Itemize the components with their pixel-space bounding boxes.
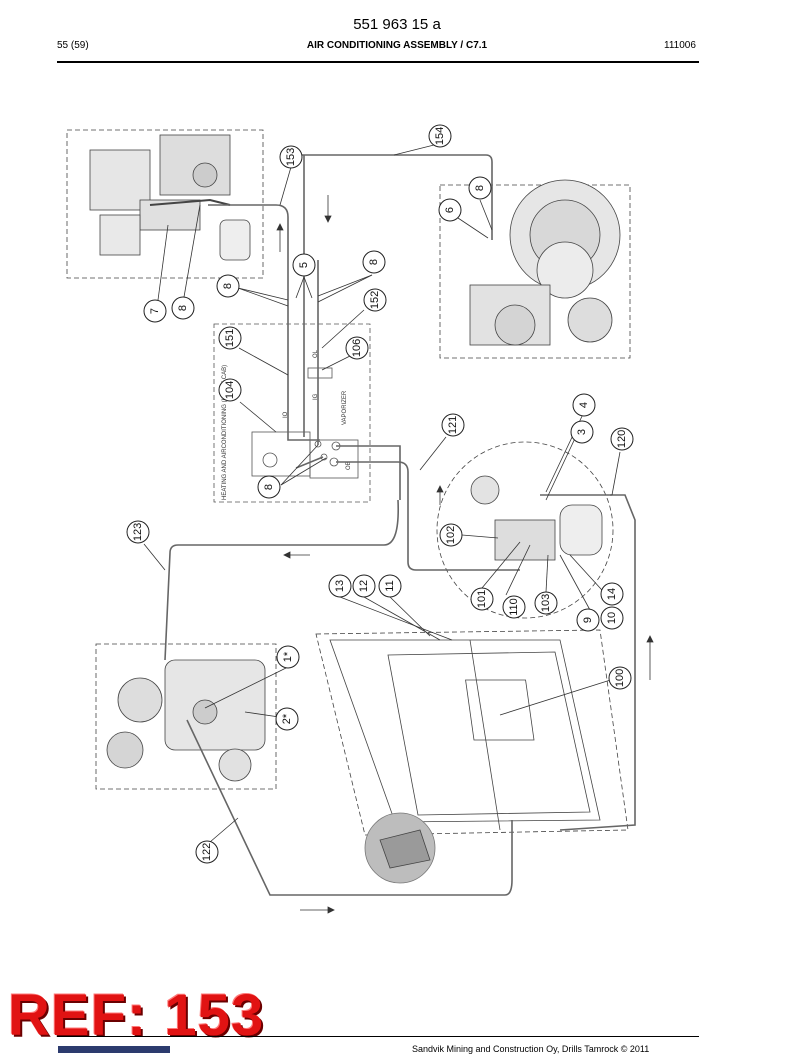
svg-text:6: 6 — [444, 207, 456, 213]
callout-8: 8 — [257, 475, 281, 499]
svg-text:121: 121 — [447, 416, 459, 434]
svg-text:153: 153 — [285, 148, 297, 166]
callout-6: 6 — [438, 198, 462, 222]
svg-text:8: 8 — [263, 484, 275, 490]
svg-text:120: 120 — [616, 430, 628, 448]
reference-stamp: REF: 153 — [8, 983, 265, 1048]
callout-4: 4 — [572, 393, 596, 417]
svg-text:8: 8 — [368, 259, 380, 265]
svg-text:106: 106 — [351, 339, 363, 357]
svg-text:8: 8 — [177, 305, 189, 311]
svg-text:103: 103 — [540, 594, 552, 612]
callout-2star: 2* — [275, 707, 299, 731]
svg-text:9: 9 — [582, 617, 594, 623]
callout-154: 154 — [428, 124, 452, 148]
callout-8: 8 — [216, 274, 240, 298]
callout-100: 100 — [608, 666, 632, 690]
svg-text:1*: 1* — [282, 651, 294, 662]
callout-9: 9 — [576, 608, 600, 632]
callout-8: 8 — [171, 296, 195, 320]
svg-text:13: 13 — [334, 580, 346, 592]
refrigerant-hoses — [164, 154, 636, 896]
callout-103: 103 — [534, 591, 558, 615]
svg-text:122: 122 — [201, 843, 213, 861]
header-rule — [57, 61, 699, 63]
callout-5: 5 — [292, 253, 316, 277]
svg-text:7: 7 — [149, 308, 161, 314]
callout-122: 122 — [195, 840, 219, 864]
callout-12: 12 — [352, 574, 376, 598]
svg-text:101: 101 — [476, 590, 488, 608]
svg-text:123: 123 — [132, 523, 144, 541]
engine-illustration — [66, 129, 264, 279]
port-label-ob: OB — [346, 461, 352, 470]
callout-8: 8 — [362, 250, 386, 274]
footer-copyright: Sandvik Mining and Construction Oy, Dril… — [412, 1044, 650, 1054]
svg-text:5: 5 — [298, 262, 310, 268]
heating-unit-label: HEATING AND AIRCONDITIONING (IN THE CAB) — [222, 365, 228, 500]
callout-110: 110 — [502, 595, 526, 619]
leader-lines — [143, 144, 621, 843]
svg-text:110: 110 — [508, 598, 520, 616]
callout-3: 3 — [570, 420, 594, 444]
callout-104: 104 — [218, 378, 242, 402]
callout-151: 151 — [218, 326, 242, 350]
vaporizer-label: VAPORIZER — [342, 390, 348, 425]
port-label-io: IO — [283, 411, 289, 418]
alternator-illustration — [95, 643, 277, 790]
document-date: 111006 — [664, 40, 696, 51]
port-label-ol: OL — [313, 349, 319, 358]
document-title: AIR CONDITIONING ASSEMBLY / C7.1 — [306, 40, 488, 51]
callout-7: 7 — [143, 299, 167, 323]
callout-102: 102 — [439, 523, 463, 547]
svg-text:12: 12 — [358, 580, 370, 592]
callout-10: 10 — [600, 606, 624, 630]
callout-152: 152 — [363, 288, 387, 312]
callout-11: 11 — [378, 574, 402, 598]
svg-text:2*: 2* — [281, 713, 293, 724]
footer-rule — [57, 1036, 699, 1037]
svg-text:8: 8 — [474, 185, 486, 191]
condenser-frame-illustration — [315, 629, 629, 884]
brand-logo — [58, 1046, 170, 1053]
svg-text:100: 100 — [614, 669, 626, 687]
callout-123: 123 — [126, 520, 150, 544]
svg-text:151: 151 — [224, 329, 236, 347]
heating-unit-box — [213, 323, 371, 503]
callout-1star: 1* — [276, 645, 300, 669]
svg-text:152: 152 — [369, 291, 381, 309]
callout-101: 101 — [470, 587, 494, 611]
svg-text:104: 104 — [224, 381, 236, 399]
svg-text:102: 102 — [445, 526, 457, 544]
svg-text:4: 4 — [578, 402, 590, 408]
svg-text:8: 8 — [222, 283, 234, 289]
document-number: 551 963 15 a — [353, 16, 441, 33]
callout-14: 14 — [600, 582, 624, 606]
callout-153: 153 — [279, 145, 303, 169]
svg-text:154: 154 — [434, 127, 446, 145]
callout-13: 13 — [328, 574, 352, 598]
page-number: 55 (59) — [57, 40, 89, 51]
svg-text:3: 3 — [576, 429, 588, 435]
compressor-illustration — [439, 179, 631, 359]
svg-text:14: 14 — [606, 588, 618, 600]
svg-text:11: 11 — [384, 580, 396, 591]
callout-8: 8 — [468, 176, 492, 200]
callout-106: 106 — [345, 336, 369, 360]
callout-120: 120 — [610, 427, 634, 451]
callout-121: 121 — [441, 413, 465, 437]
port-label-ig: IG — [313, 393, 319, 400]
receiver-detail-illustration — [436, 441, 614, 619]
flow-arrows — [276, 195, 654, 914]
svg-text:10: 10 — [606, 612, 618, 624]
